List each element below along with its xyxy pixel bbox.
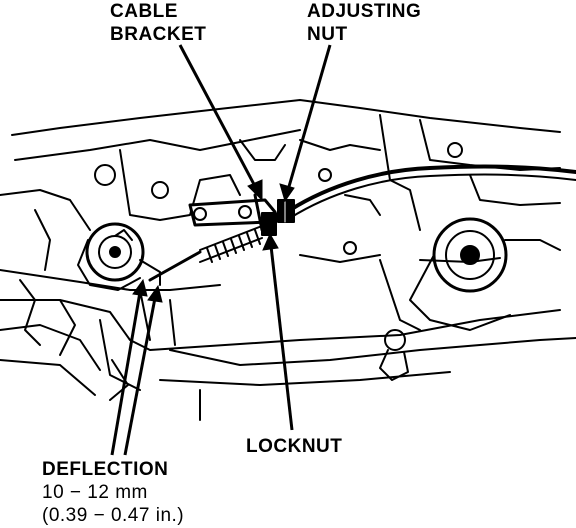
locknut-leader bbox=[269, 245, 294, 431]
leader-arrows bbox=[110, 44, 332, 456]
locknut-and-sleeve bbox=[199, 212, 277, 263]
deflection-title: DEFLECTION bbox=[42, 459, 169, 480]
deflection-label: DEFLECTION 10 − 12 mm (0.39 − 0.47 in.) bbox=[42, 458, 184, 527]
deflection-leader-2 bbox=[123, 297, 157, 456]
cable-bracket-arrowhead bbox=[247, 179, 263, 202]
cable-bracket-label: CABLE BRACKET bbox=[110, 0, 206, 46]
adjusting-nut-label-line2: NUT bbox=[307, 24, 348, 45]
deflection-arrowhead-1 bbox=[132, 278, 148, 297]
deflection-leader-1 bbox=[110, 291, 142, 456]
adjusting-nut bbox=[277, 199, 295, 223]
cable-bracket-leader bbox=[178, 44, 259, 191]
throttle-cable bbox=[148, 164, 576, 282]
deflection-metric: 10 − 12 mm bbox=[42, 482, 148, 503]
deflection-imperial: (0.39 − 0.47 in.) bbox=[42, 505, 185, 526]
adjusting-nut-label: ADJUSTING NUT bbox=[307, 0, 421, 46]
throttle-body bbox=[77, 222, 161, 291]
adjusting-nut-arrowhead bbox=[279, 183, 295, 203]
cable-bracket-label-line1: CABLE bbox=[110, 1, 178, 22]
deflection-arrowhead-2 bbox=[147, 284, 163, 303]
locknut-label: LOCKNUT bbox=[246, 436, 343, 457]
adjusting-nut-label-line1: ADJUSTING bbox=[307, 1, 422, 22]
lower-left-bracket bbox=[19, 279, 129, 401]
adjusting-nut-leader bbox=[286, 44, 332, 191]
locknut-arrowhead bbox=[262, 232, 279, 251]
cable-bracket-label-line2: BRACKET bbox=[110, 24, 207, 45]
alternator-pulley bbox=[409, 217, 561, 331]
